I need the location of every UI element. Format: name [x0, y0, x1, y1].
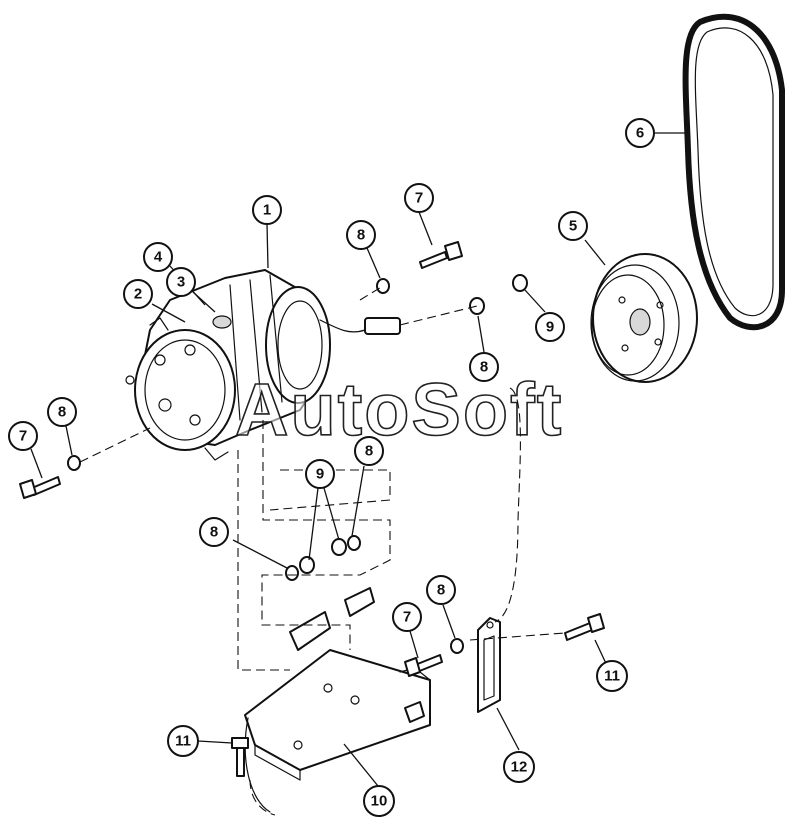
ac-compressor: [125, 269, 401, 461]
pulley: [590, 253, 698, 383]
callout-1: 1: [252, 195, 282, 225]
svg-text:11: 11: [175, 733, 191, 750]
callout-8-mid: 8: [469, 352, 499, 382]
svg-text:6: 6: [636, 125, 644, 142]
svg-text:8: 8: [210, 524, 218, 541]
svg-text:7: 7: [403, 609, 411, 626]
phantom-assembly-lines: [79, 285, 566, 816]
hardware-bolts: [19, 241, 605, 777]
svg-text:8: 8: [365, 443, 373, 460]
adjuster-strap: [477, 617, 501, 713]
callout-5: 5: [558, 211, 588, 241]
svg-text:4: 4: [154, 249, 163, 266]
callout-2: 2: [123, 279, 153, 309]
washers-and-nuts: [67, 274, 528, 654]
callout-8-top: 8: [346, 220, 376, 250]
callout-12: 12: [503, 751, 535, 783]
svg-text:2: 2: [134, 286, 142, 303]
callout-9-right: 9: [535, 312, 565, 342]
callout-7-top: 7: [404, 183, 434, 213]
callout-3: 3: [166, 267, 196, 297]
watermark-text: AutoSoft: [235, 368, 563, 451]
svg-text:8: 8: [437, 582, 445, 599]
callout-4: 4: [143, 242, 173, 272]
svg-text:1: 1: [263, 202, 271, 219]
callout-8-lower-mid: 8: [354, 436, 384, 466]
svg-text:3: 3: [177, 274, 185, 291]
callout-8-lower-left: 8: [199, 517, 229, 547]
svg-text:5: 5: [569, 218, 577, 235]
callout-7-bracket: 7: [392, 602, 422, 632]
callout-11-left: 11: [167, 725, 199, 757]
callout-8-bracket: 8: [426, 575, 456, 605]
svg-text:9: 9: [546, 319, 554, 336]
svg-text:9: 9: [316, 466, 324, 483]
svg-text:8: 8: [480, 359, 488, 376]
svg-text:7: 7: [415, 190, 423, 207]
mounting-bracket: [244, 587, 431, 813]
callout-6: 6: [625, 118, 655, 148]
callout-11-right: 11: [596, 660, 628, 692]
svg-text:8: 8: [58, 404, 66, 421]
svg-text:11: 11: [604, 668, 620, 685]
svg-text:12: 12: [511, 759, 528, 776]
callout-8-left: 8: [47, 397, 77, 427]
svg-text:8: 8: [357, 227, 365, 244]
leader-lines: [30, 132, 688, 787]
callout-9-lower: 9: [305, 459, 335, 489]
svg-text:10: 10: [371, 793, 388, 810]
drive-belt: [682, 13, 785, 331]
svg-text:7: 7: [19, 428, 27, 445]
callout-7-left: 7: [8, 421, 38, 451]
callout-10: 10: [363, 785, 395, 817]
